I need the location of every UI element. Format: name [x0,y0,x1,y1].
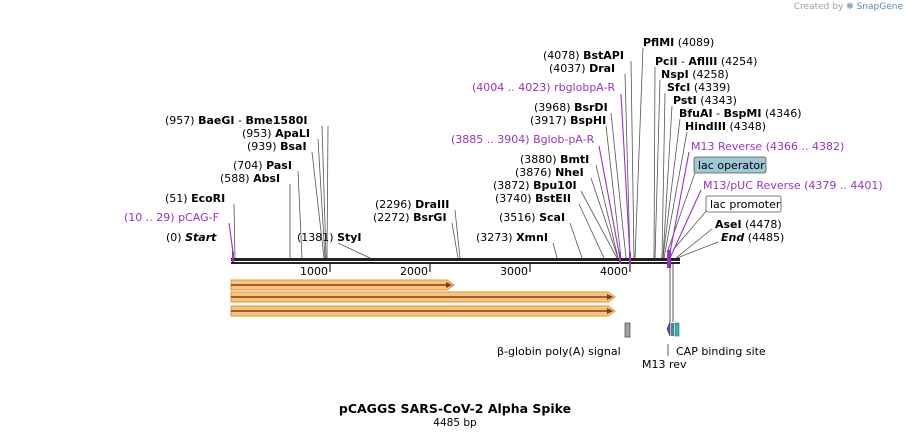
snapgene-credit: Created by ❋ SnapGene [794,2,903,12]
snapgene-logo-icon: ❋ [846,2,854,12]
site-label: SfcI (4339) [667,81,730,94]
lac-operator-marker [671,323,674,336]
credit-brand: SnapGene [856,2,903,12]
site-label: (0) Start [166,231,217,244]
site-label: BfuAI - BspMI (4346) [679,107,802,120]
lac-promoter-box [705,195,782,213]
site-label: (3516) ScaI [499,211,565,224]
site-label: PstI (4343) [673,94,737,107]
primer-leader-lines [228,93,702,259]
credit-prefix: Created by [793,2,844,12]
m13-rev-marker [666,321,671,337]
feature-label-m13-rev: M13 rev [642,358,687,371]
site-label: (4078) BstAPI [543,49,624,62]
site-leader-lines [231,47,719,259]
ruler-tick-1000: 1000 [300,265,328,278]
feature-label-lac-promoter: lac promoter [710,198,781,211]
site-label: (51) EcoRI [165,192,225,205]
site-label: (3876) NheI [515,166,584,179]
lac-operator-box [693,156,767,174]
site-label: (1381) StyI [297,231,362,244]
primer-label: (4004 .. 4023) rbglobpA-R [472,81,616,94]
orf-arrows [230,279,616,317]
ruler-tick-4000: 4000 [600,265,628,278]
site-label: (3273) XmnI [476,231,548,244]
feature-label-beta-globin-polya: β-globin poly(A) signal [497,345,621,358]
cap-binding-site-marker [674,322,680,337]
ruler-tick-3000: 3000 [500,265,528,278]
map-title: pCAGGS SARS-CoV-2 Alpha Spike [339,401,571,416]
site-label: (3968) BsrDI [534,101,608,114]
site-label: (2296) DraIII [375,198,449,211]
site-label: (939) BsaI [247,140,307,153]
site-label: (3917) BspHI [530,114,606,127]
site-label: (588) AbsI [220,172,280,185]
site-label: (3880) BmtI [520,153,589,166]
site-label: PflMI (4089) [643,36,714,49]
ruler-tick-2000: 2000 [400,265,428,278]
primer-label: M13 Reverse (4366 .. 4382) [691,140,844,153]
map-subtitle: 4485 bp [433,417,477,429]
site-label: (957) BaeGI - Bme1580I [165,114,307,127]
orf-arrow [230,305,616,317]
feature-label-cap-binding-site: CAP binding site [676,345,766,358]
site-label: AseI (4478) [715,218,782,231]
site-label: (3872) Bpu10I [493,179,577,192]
site-label: (4037) DraI [549,62,615,75]
feature-markers [624,321,680,356]
site-labels: (0) Start (10 .. 29) pCAG-F (51) EcoRI (… [124,36,883,244]
beta-globin-polya-marker [624,322,631,338]
site-label: (953) ApaLI [242,127,310,140]
site-label: (3740) BstEII [495,192,571,205]
site-label: PciI - AflIII (4254) [655,55,757,68]
feature-label-lac-operator: lac operator [698,159,765,172]
site-label: (2272) BsrGI [373,211,447,224]
sequence-ruler: 1000 2000 3000 4000 [231,258,680,278]
orf-arrow [230,291,616,303]
site-label: HindIII (4348) [685,120,766,133]
primer-marks [232,250,671,268]
site-label: NspI (4258) [661,68,729,81]
primer-label: (10 .. 29) pCAG-F [124,211,219,224]
site-label: (704) PasI [233,159,292,172]
site-label: End (4485) [721,231,784,244]
orf-arrow [230,279,455,291]
primer-label: (3885 .. 3904) Bglob-pA-R [451,133,595,146]
primer-label: M13/pUC Reverse (4379 .. 4401) [703,179,883,192]
